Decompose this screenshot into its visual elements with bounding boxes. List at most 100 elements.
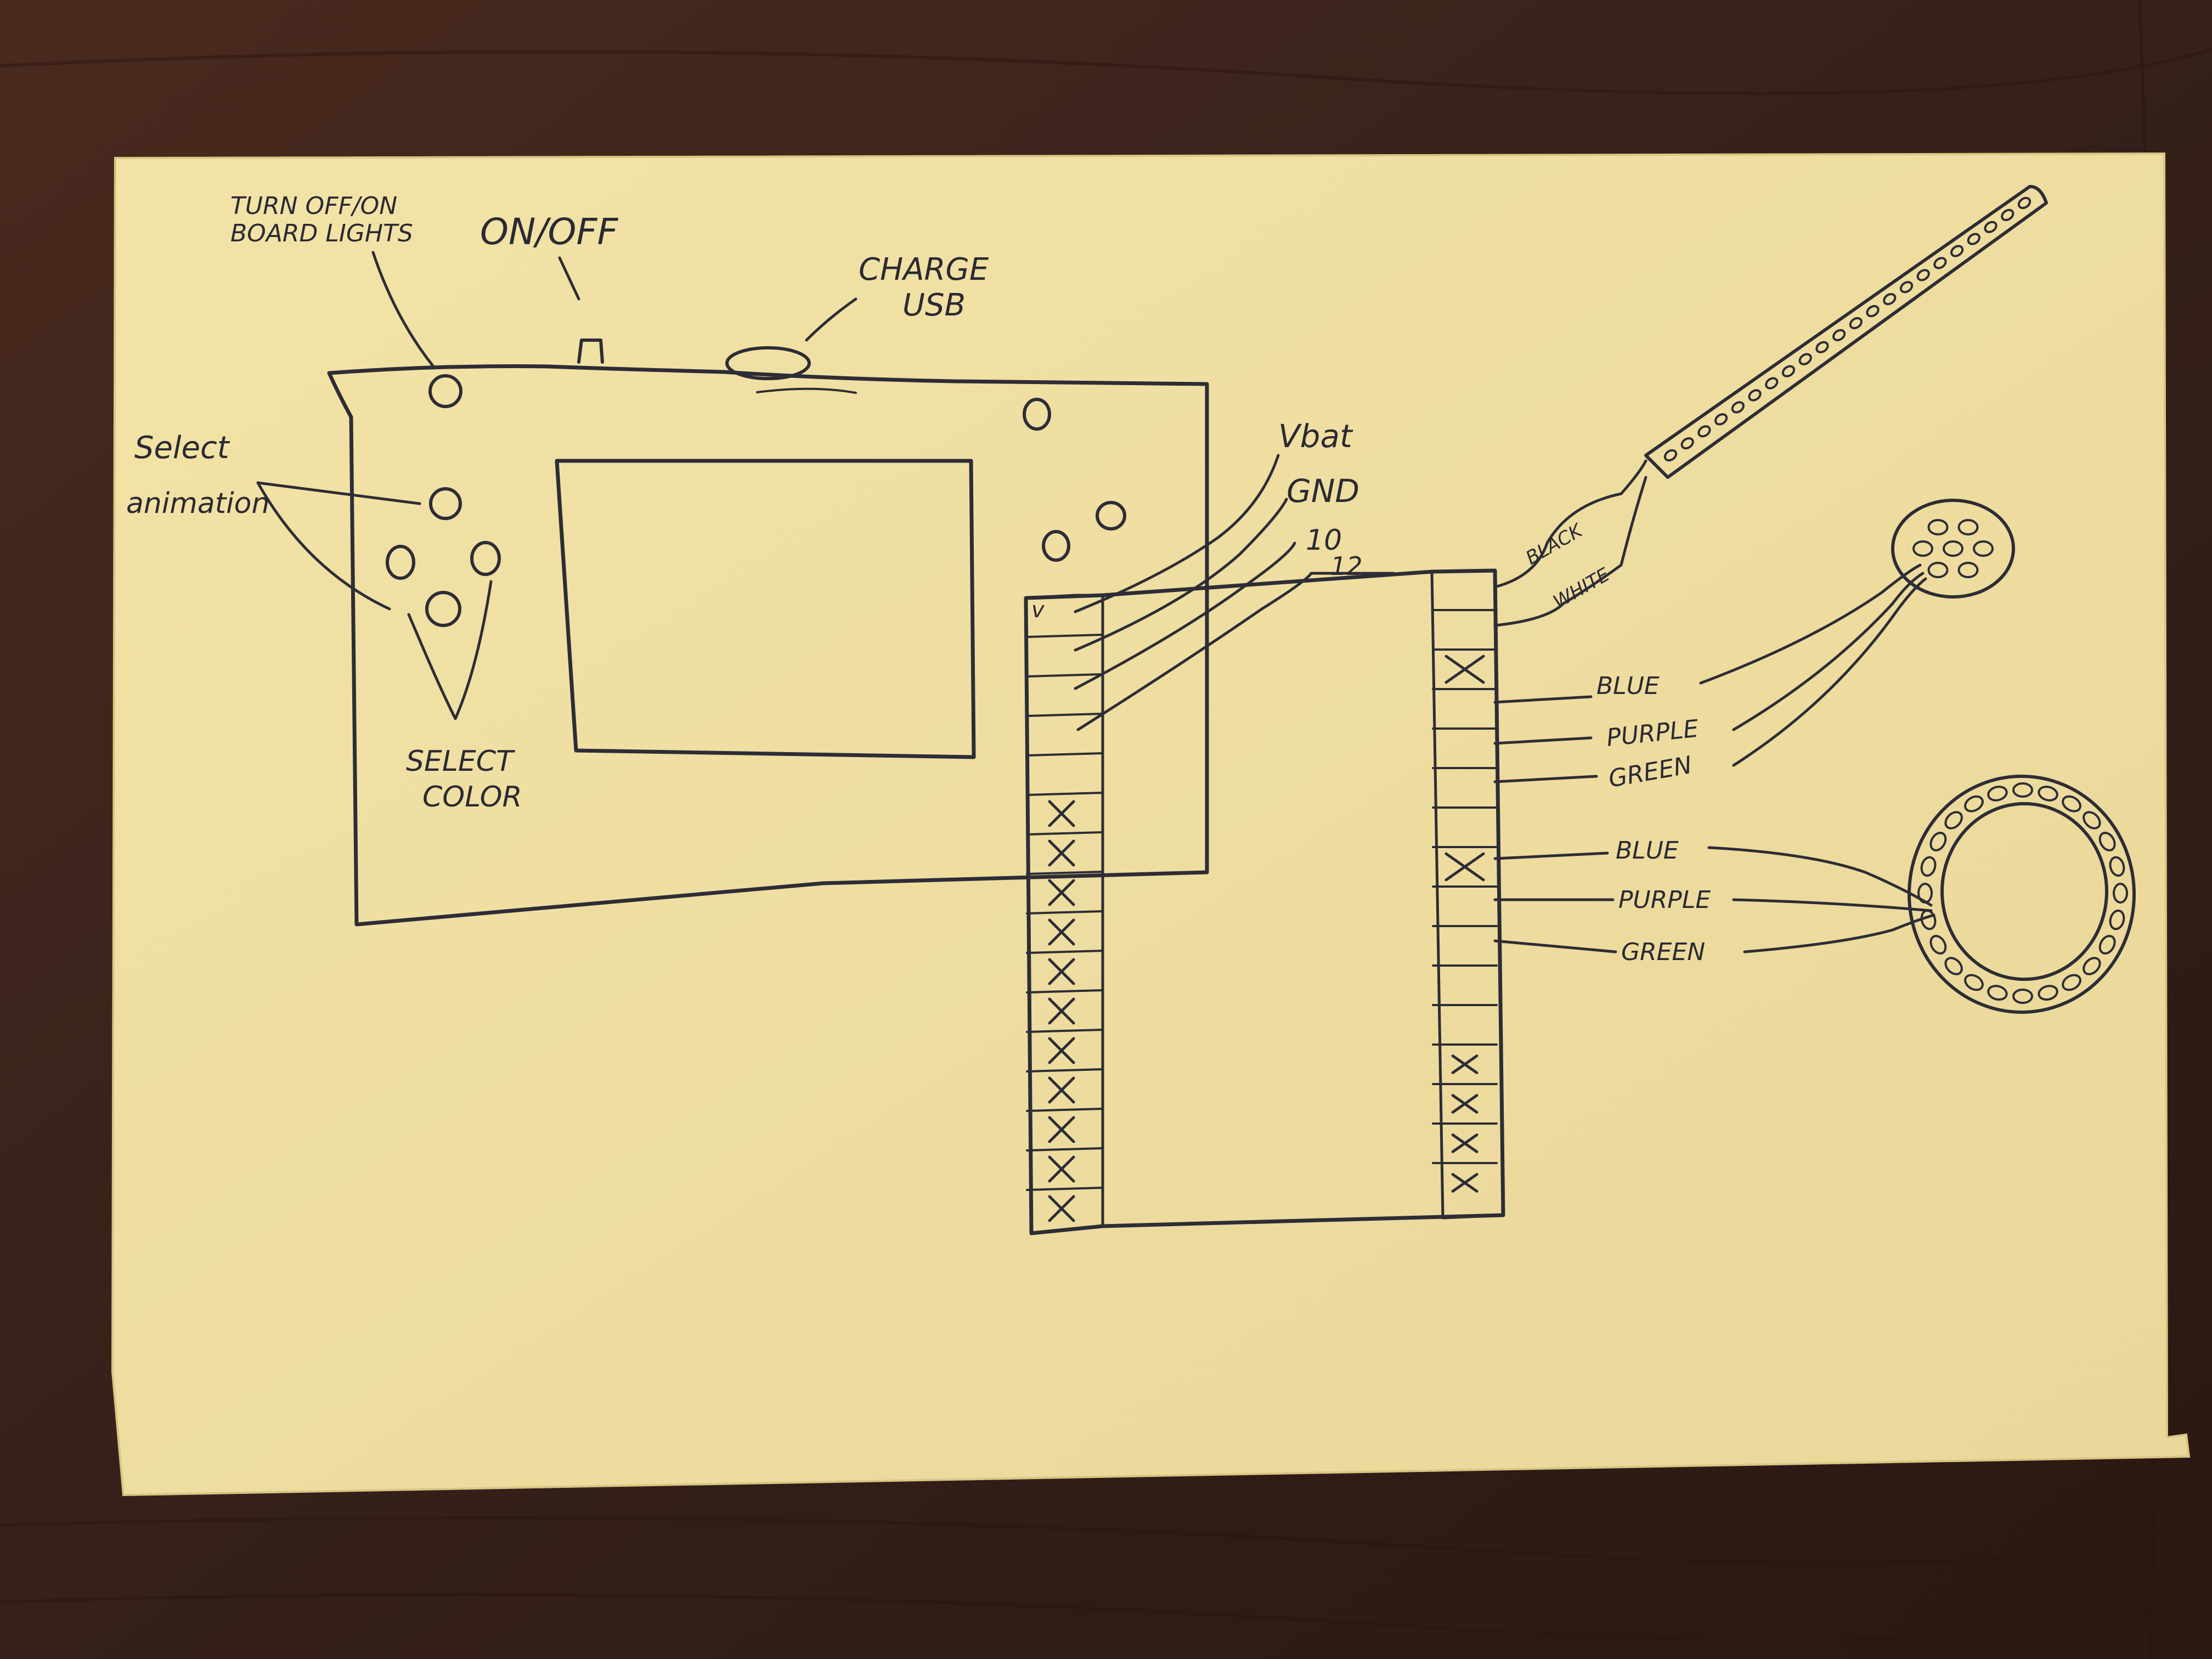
strip-led <box>1731 401 1745 414</box>
ring-led <box>1944 957 1963 975</box>
on-off-switch <box>577 338 604 364</box>
left-pin-divider <box>1026 871 1104 875</box>
wire-label-ring-purple: PURPLE <box>1618 886 1711 914</box>
ring-led <box>2038 786 2058 802</box>
usb-charge-port <box>725 346 811 380</box>
label-select-animation-1: Select <box>134 430 230 466</box>
board-lights-button <box>428 374 462 408</box>
jewel-led <box>1973 540 1994 557</box>
wire-label-jewel-blue: BLUE <box>1596 672 1660 700</box>
ring-led <box>1964 795 1984 812</box>
strip-led <box>1933 257 1947 269</box>
left-pin-rows <box>1026 634 1104 1191</box>
led-strip-pixels <box>1663 196 2032 462</box>
ring-led <box>2062 974 2081 991</box>
led-jewel <box>1891 499 2015 599</box>
jewel-led <box>1957 561 1979 578</box>
label-select-animation-2: animation <box>126 487 269 520</box>
ring-led <box>1987 985 2008 1001</box>
corner-button-top <box>1023 398 1051 431</box>
left-pin-divider <box>1026 1068 1104 1073</box>
strip-led <box>1950 245 1964 257</box>
left-pin-header <box>1024 594 1104 1235</box>
right-pin-x-mark <box>1451 1054 1479 1074</box>
left-unused-pin-marks <box>1048 800 1075 1222</box>
color-button-left <box>386 545 415 580</box>
strip-led <box>1866 305 1880 318</box>
left-pin-divider <box>1026 1147 1104 1152</box>
device-buttons <box>386 374 1126 627</box>
left-pin-divider <box>1026 989 1104 994</box>
strip-led <box>1748 389 1762 402</box>
label-select-color-2: COLOR <box>422 781 522 814</box>
strip-led <box>1916 269 1930 281</box>
strip-led <box>1680 437 1694 450</box>
left-pin-x-mark <box>1048 958 1075 985</box>
label-on-off: ON/OFF <box>480 211 618 253</box>
strip-led <box>1883 293 1897 306</box>
right-pin-wires <box>1493 459 1936 953</box>
left-pin-x-mark <box>1048 1037 1075 1064</box>
animation-button <box>429 487 462 520</box>
ring-led <box>2038 985 2058 1001</box>
strip-led <box>1798 353 1812 365</box>
left-pin-divider <box>1026 1029 1104 1033</box>
device-body <box>327 364 1209 927</box>
corner-button-right <box>1096 501 1126 531</box>
strip-led <box>1765 377 1779 390</box>
label-leaders <box>256 251 857 720</box>
led-jewel-pixels <box>1912 519 1994 578</box>
corner-button-mid <box>1042 530 1070 562</box>
jewel-led <box>1912 540 1933 557</box>
wire-label-ring-green: GREEN <box>1621 938 1705 966</box>
left-pin-x-mark <box>1048 1155 1075 1183</box>
left-pin-x-mark <box>1048 879 1075 906</box>
left-pin-x-mark <box>1048 800 1075 827</box>
right-pin-x-mark <box>1451 1094 1479 1114</box>
right-pin-x-mark <box>1451 1133 1479 1153</box>
strip-led <box>2001 208 2015 222</box>
pin-label-10: 10 <box>1306 524 1342 557</box>
ring-led <box>2109 909 2125 930</box>
wire-label-ring-blue: BLUE <box>1616 837 1679 865</box>
right-pin-x-mark <box>1444 852 1485 882</box>
left-pin-divider <box>1026 634 1104 638</box>
ring-led <box>2109 856 2125 877</box>
paper-card <box>111 152 2191 1497</box>
label-charge-1: CHARGE <box>859 252 989 287</box>
label-charge-2: USB <box>902 287 966 323</box>
jewel-led <box>1927 519 1949 536</box>
ring-led <box>1920 909 1937 930</box>
ring-led <box>2113 883 2128 904</box>
ring-led <box>1920 856 1937 877</box>
ring-led <box>1929 832 1947 851</box>
left-pin-x-mark <box>1048 918 1075 946</box>
device-screen <box>555 459 976 759</box>
left-pin-divider <box>1026 1187 1104 1191</box>
left-pin-x-mark <box>1048 997 1075 1025</box>
strip-led <box>1714 413 1728 426</box>
strip-led <box>1984 221 1997 233</box>
left-pin-x-mark <box>1048 1116 1075 1143</box>
left-pin-x-mark <box>1048 1076 1075 1104</box>
ring-led <box>2083 811 2101 830</box>
ring-led <box>2062 795 2081 812</box>
ring-led <box>1917 883 1933 904</box>
left-pin-divider <box>1026 673 1104 678</box>
label-board-lights-1: TURN OFF/ON <box>230 192 397 220</box>
right-pin-x-mark <box>1451 1173 1479 1193</box>
left-pin-divider <box>1026 713 1104 717</box>
left-pin-divider <box>1026 752 1104 757</box>
ring-led <box>1964 974 1984 991</box>
left-pin-divider <box>1026 910 1104 915</box>
led-ring <box>1908 775 2136 1014</box>
jewel-led <box>1957 519 1979 536</box>
color-button-center <box>425 591 461 627</box>
jewel-led <box>1927 561 1949 578</box>
strip-led <box>1815 341 1829 353</box>
pin-label-vbat: Vbat <box>1278 417 1353 455</box>
jewel-led <box>1943 540 1963 557</box>
ring-led <box>1929 935 1947 955</box>
ring-led <box>2098 832 2116 851</box>
